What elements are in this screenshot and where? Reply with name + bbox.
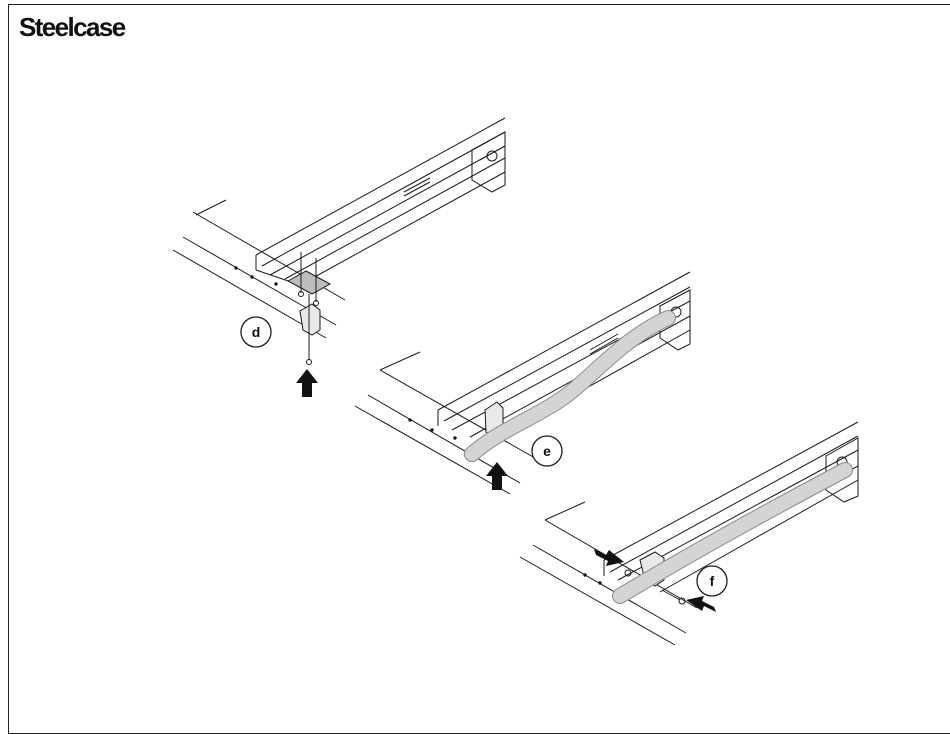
step-d-drawing — [173, 118, 505, 365]
arrow-up-icon — [296, 369, 318, 397]
step-d-label: d — [252, 324, 261, 340]
step-e-label: e — [543, 443, 551, 459]
arrow-up-icon — [486, 462, 508, 490]
step-e-callout: e — [532, 436, 562, 466]
step-e-drawing — [355, 272, 690, 494]
step-f-label: f — [710, 573, 715, 589]
step-f-callout: f — [697, 566, 727, 596]
step-f-drawing — [520, 422, 858, 645]
step-d-callout: d — [241, 317, 271, 347]
